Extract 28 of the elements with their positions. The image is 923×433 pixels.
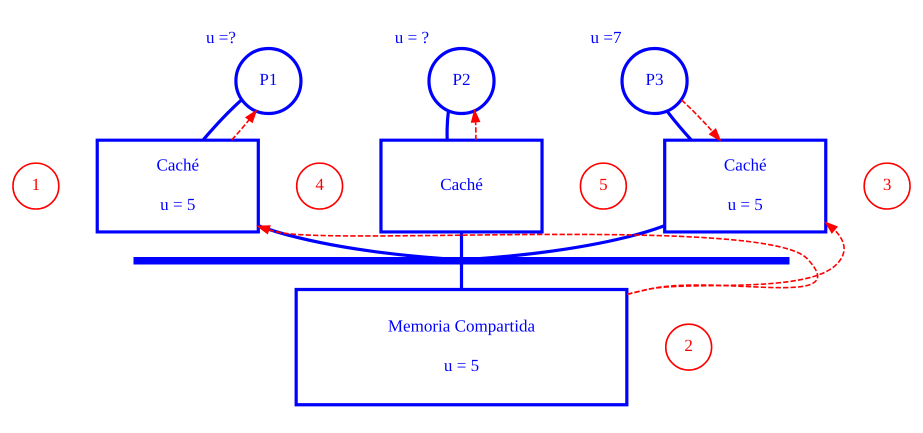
- node-box: Caché u = 5: [663, 138, 828, 234]
- node-circle: P3: [620, 46, 689, 115]
- node-label: u =7: [590, 27, 622, 46]
- node-label: u =?: [206, 27, 236, 46]
- node-box: Caché u = 5: [96, 138, 260, 234]
- arrow: [626, 220, 845, 294]
- node-circle: 3: [863, 162, 911, 210]
- connector: [446, 110, 450, 140]
- node-circle: 4: [296, 162, 344, 210]
- node-circle: P1: [234, 46, 303, 115]
- node-label: u = ?: [394, 27, 430, 46]
- connector: [202, 98, 242, 140]
- node-circle: 1: [12, 162, 60, 210]
- arrow: [681, 98, 722, 142]
- connector: [666, 110, 692, 140]
- connector: [258, 224, 444, 260]
- arrow: [256, 224, 818, 295]
- connector: [460, 262, 464, 289]
- arrow: [470, 108, 480, 140]
- node-circle: 2: [664, 322, 712, 370]
- arrow: [231, 108, 258, 140]
- node-box: Memoria Compartida u = 5: [294, 287, 628, 406]
- node-box: Caché: [379, 138, 544, 234]
- node-circle: P2: [427, 46, 496, 115]
- node-circle: 5: [580, 162, 628, 210]
- connector: [460, 232, 464, 258]
- node-bar: [134, 256, 790, 264]
- connector: [480, 224, 665, 260]
